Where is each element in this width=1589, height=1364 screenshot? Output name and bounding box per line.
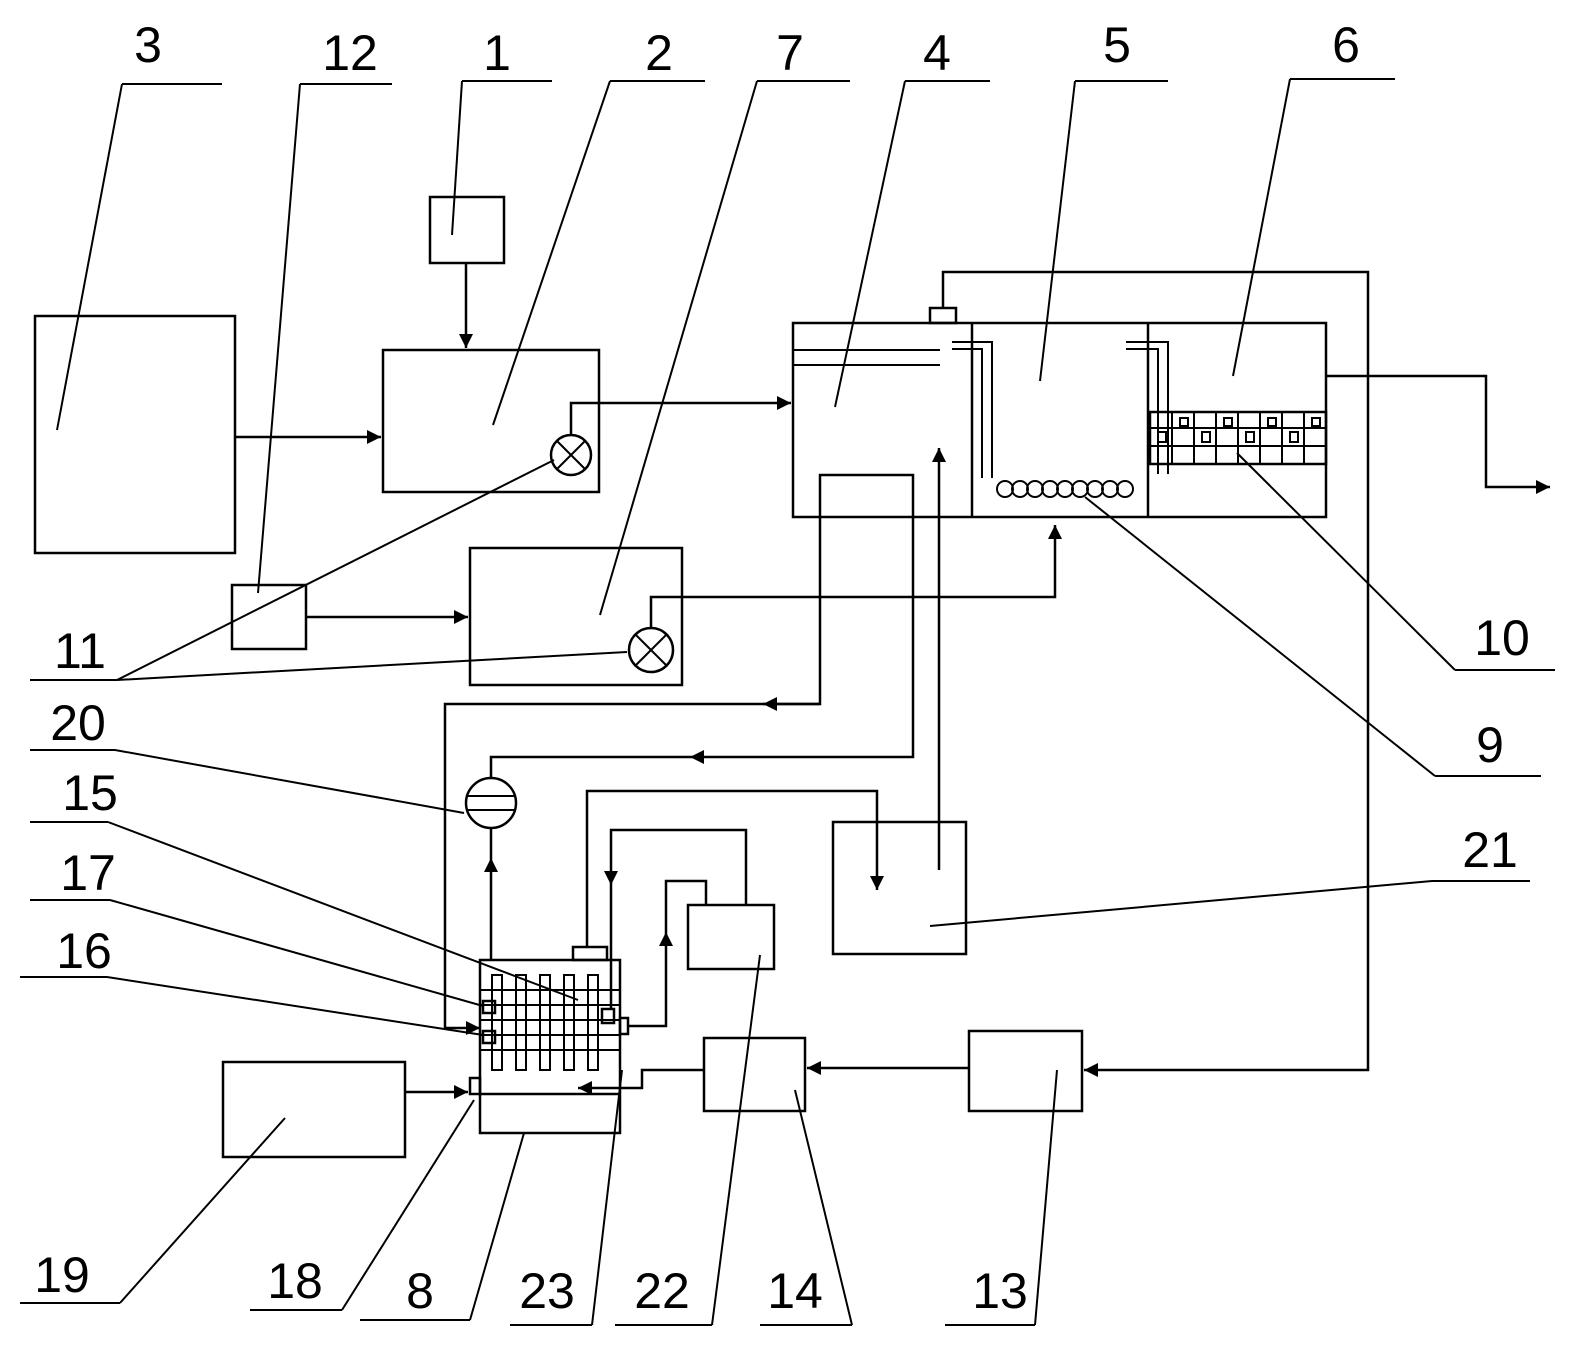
flow-line — [664, 879, 708, 932]
component-2-box — [381, 348, 601, 494]
arrow-icon — [569, 396, 791, 435]
pump-icon — [464, 776, 518, 830]
arrow-icon — [604, 828, 748, 905]
label-22: 22 — [634, 1263, 690, 1319]
arrow-icon — [628, 932, 673, 1028]
component-1-box — [428, 195, 506, 265]
label-8: 8 — [406, 1263, 434, 1319]
tank-4-5-6-box — [791, 321, 1328, 519]
label-11: 11 — [54, 623, 106, 679]
label-15: 15 — [62, 765, 118, 821]
overflow-pipe-5-6 — [1126, 341, 1169, 474]
component-3-box — [33, 314, 237, 555]
label-7: 7 — [776, 25, 804, 81]
label-14: 14 — [767, 1263, 823, 1319]
label-19: 19 — [34, 1247, 90, 1303]
component-13-box — [967, 1029, 1084, 1113]
label-5: 5 — [1103, 17, 1131, 73]
leader-lines — [20, 78, 1555, 1326]
component-22-box — [686, 903, 776, 971]
label-13: 13 — [972, 1263, 1028, 1319]
overflow-pipe-4-5-inner — [952, 348, 983, 478]
arrow-icon — [941, 270, 1370, 1077]
label-16: 16 — [56, 923, 112, 979]
arrow-icon — [1326, 374, 1550, 494]
label-1: 1 — [483, 25, 511, 81]
component-14-box — [702, 1036, 807, 1113]
arrow-icon — [690, 517, 915, 764]
label-18: 18 — [267, 1253, 323, 1309]
arrow-icon — [585, 789, 884, 947]
filler-media-10 — [1148, 410, 1328, 466]
component-19-box — [221, 1060, 407, 1159]
arrow-icon — [578, 1068, 704, 1095]
label-23: 23 — [519, 1263, 575, 1319]
label-17: 17 — [60, 845, 116, 901]
label-9: 9 — [1476, 717, 1504, 773]
aerator-9 — [996, 480, 1134, 498]
label-3: 3 — [134, 17, 162, 73]
component-21-box — [831, 820, 968, 956]
component-7-box — [468, 546, 684, 687]
label-4: 4 — [923, 25, 951, 81]
valve-icon — [627, 626, 675, 674]
flow-line — [489, 755, 690, 778]
overflow-pipe-4-5 — [952, 341, 993, 478]
arrow-icon — [649, 525, 1062, 628]
tank-top-fitting — [928, 306, 958, 325]
electrolytic-cell-8 — [468, 945, 630, 1135]
arrow-icon — [443, 473, 915, 1035]
label-2: 2 — [645, 25, 673, 81]
label-12: 12 — [322, 25, 378, 81]
label-21: 21 — [1462, 822, 1518, 878]
valve-icon — [549, 433, 593, 477]
label-20: 20 — [50, 695, 106, 751]
label-10: 10 — [1474, 610, 1530, 666]
label-6: 6 — [1332, 17, 1360, 73]
